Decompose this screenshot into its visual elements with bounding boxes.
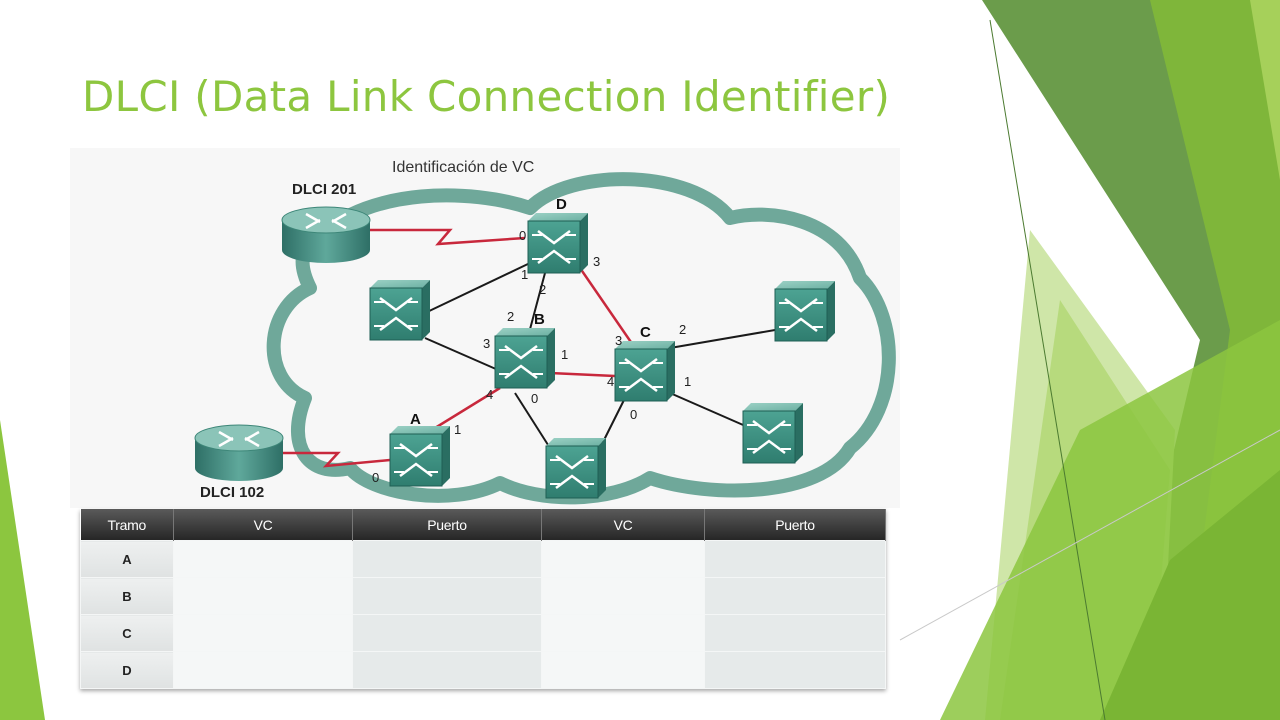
table-row: C [80,614,886,652]
tramo-cell: A [80,540,174,578]
dlci-bottom-label: DLCI 102 [200,484,264,501]
column-header-puerto: Puerto [352,509,542,541]
vc-cell [173,577,353,615]
tramo-cell: D [80,651,174,689]
port-label: 0 [372,470,379,485]
port-label: 0 [531,391,538,406]
puerto-cell [704,540,886,578]
port-label: 0 [630,407,637,422]
vc-cell [541,651,705,689]
column-header-vc: VC [173,509,353,541]
port-label: 4 [486,387,493,402]
vc-cell [541,614,705,652]
port-label: 2 [679,322,686,337]
port-label: 1 [521,267,528,282]
port-label: 4 [607,374,614,389]
port-label: 0 [519,228,526,243]
switch-right-bottom [741,401,805,465]
router-dlci-102 [193,423,285,483]
port-label: 3 [483,336,490,351]
router-dlci-201 [280,205,372,265]
port-label: 1 [454,422,461,437]
port-label: 2 [507,309,514,324]
node-label-a: A [410,411,421,428]
switch-bottom [544,436,608,500]
puerto-cell [352,614,542,652]
vc-cell [173,614,353,652]
switch-right-top [773,279,837,343]
dlci-top-label: DLCI 201 [292,181,356,198]
port-label: 3 [615,333,622,348]
column-header-tramo: Tramo [80,509,174,541]
port-label: 2 [539,282,546,297]
vc-cell [173,651,353,689]
table-row: B [80,577,886,615]
switch-d [526,211,590,275]
table-header-row: Tramo VC Puerto VC Puerto [80,509,886,541]
vc-table: Tramo VC Puerto VC Puerto A B C [80,509,886,689]
tramo-cell: B [80,577,174,615]
switch-b [493,326,557,390]
table-row: A [80,540,886,578]
vc-cell [541,577,705,615]
port-label: 3 [593,254,600,269]
node-label-b: B [534,311,545,328]
node-label-c: C [640,324,651,341]
node-label-d: D [556,196,567,213]
switch-a [388,424,452,488]
vc-cell [173,540,353,578]
switch-top-left [368,278,432,342]
column-header-vc: VC [541,509,705,541]
puerto-cell [352,577,542,615]
puerto-cell [352,540,542,578]
frame-relay-vc-diagram: Identificación de VC DLCI 201 DLCI 102 D… [70,148,900,508]
puerto-cell [704,577,886,615]
puerto-cell [352,651,542,689]
column-header-puerto: Puerto [704,509,886,541]
puerto-cell [704,614,886,652]
switch-c [613,339,677,403]
port-label: 1 [561,347,568,362]
cloud-network [266,172,896,505]
puerto-cell [704,651,886,689]
tramo-cell: C [80,614,174,652]
table-row: D [80,651,886,689]
vc-cell [541,540,705,578]
slide-title: DLCI (Data Link Connection Identifier) [82,72,891,121]
diagram-caption: Identificación de VC [392,159,534,176]
port-label: 1 [684,374,691,389]
